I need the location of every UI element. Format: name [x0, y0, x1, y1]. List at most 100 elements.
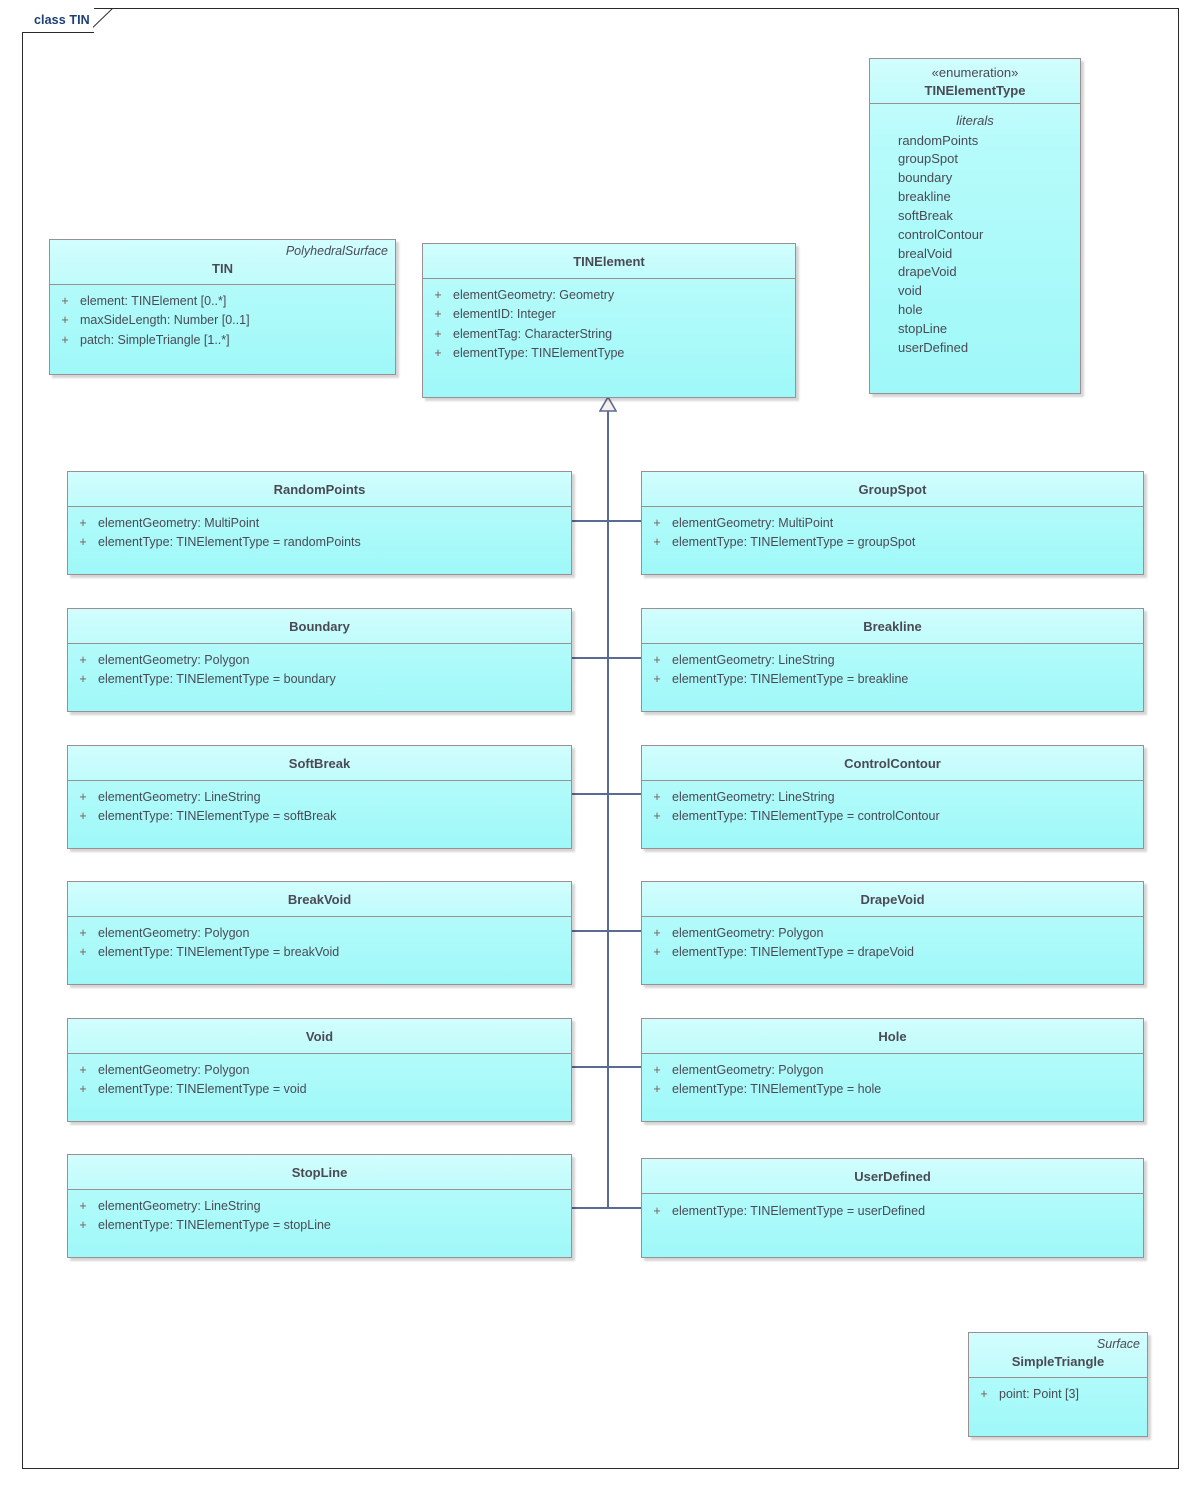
- enum-literal: breakline: [898, 189, 951, 205]
- stereotype-enumeration: «enumeration»: [931, 65, 1019, 80]
- attribute-visibility: +: [434, 326, 442, 341]
- attribute-visibility: +: [653, 945, 661, 960]
- attribute-text: elementType: TINElementType: [453, 346, 625, 361]
- attribute-row: + elementGeometry: Polygon: [642, 1061, 1143, 1080]
- attribute-visibility: +: [980, 1387, 988, 1401]
- attribute-row: + elementType: TINElementType = drapeVoi…: [642, 943, 1143, 962]
- class-body-drapevoid: + elementGeometry: Polygon + elementType…: [642, 917, 1143, 963]
- attribute-visibility: +: [653, 535, 661, 550]
- class-box-stopline[interactable]: StopLine + elementGeometry: LineString +…: [67, 1154, 572, 1258]
- attribute-text: elementTag: CharacterString: [453, 326, 613, 341]
- attribute-row: + elementType: TINElementType = userDefi…: [642, 1202, 1143, 1221]
- class-box-groupspot[interactable]: GroupSpot + elementGeometry: MultiPoint …: [641, 471, 1144, 575]
- attribute-row: + elementGeometry: MultiPoint: [642, 514, 1143, 533]
- class-box-hole[interactable]: Hole + elementGeometry: Polygon + elemen…: [641, 1018, 1144, 1122]
- attribute-visibility: +: [79, 1082, 87, 1097]
- class-box-userdefined[interactable]: UserDefined + elementType: TINElementTyp…: [641, 1158, 1144, 1258]
- class-box-drapevoid[interactable]: DrapeVoid + elementGeometry: Polygon + e…: [641, 881, 1144, 985]
- attribute-text: elementGeometry: Polygon: [98, 1063, 250, 1077]
- attribute-visibility: +: [79, 516, 87, 530]
- class-name-hole: Hole: [878, 1029, 907, 1044]
- class-name-tin: TIN: [212, 261, 233, 276]
- class-body-simpletriangle: + point: Point [3]: [969, 1378, 1147, 1404]
- class-body-stopline: + elementGeometry: LineString + elementT…: [68, 1190, 571, 1236]
- class-header-stopline: StopLine: [68, 1155, 571, 1190]
- attribute-visibility: +: [653, 926, 661, 940]
- attribute-row: + elementType: TINElementType = controlC…: [642, 807, 1143, 826]
- attribute-visibility: +: [653, 790, 661, 804]
- class-header-groupspot: GroupSpot: [642, 472, 1143, 507]
- class-box-controlcontour[interactable]: ControlContour + elementGeometry: LineSt…: [641, 745, 1144, 849]
- attribute-visibility: +: [653, 1063, 661, 1077]
- attribute-row: + elementType: TINElementType = stopLine: [68, 1216, 571, 1235]
- class-body-breakline: + elementGeometry: LineString + elementT…: [642, 644, 1143, 690]
- class-box-tinelementtype[interactable]: «enumeration» TINElementType literals ra…: [869, 58, 1081, 394]
- class-body-tin: + element: TINElement [0..*] + maxSideLe…: [50, 285, 395, 350]
- literals-label: literals: [956, 113, 994, 128]
- stereotype-polyhedralsurface: PolyhedralSurface: [285, 244, 388, 258]
- attribute-row: + elementGeometry: Polygon: [68, 1061, 571, 1080]
- attribute-text: elementGeometry: Polygon: [98, 653, 250, 667]
- connector-randompoints-groupspot: [572, 520, 642, 522]
- attribute-text: elementType: TINElementType = stopLine: [98, 1218, 331, 1233]
- class-box-boundary[interactable]: Boundary + elementGeometry: Polygon + el…: [67, 608, 572, 712]
- class-name-randompoints: RandomPoints: [273, 482, 366, 497]
- class-box-tinelement[interactable]: TINElement + elementGeometry: Geometry +…: [422, 243, 796, 398]
- class-box-breakvoid[interactable]: BreakVoid + elementGeometry: Polygon + e…: [67, 881, 572, 985]
- attribute-visibility: +: [653, 516, 661, 530]
- attribute-text: elementGeometry: Polygon: [672, 926, 824, 940]
- class-body-tinelementtype: literals randomPoints groupSpot boundary…: [870, 104, 1080, 358]
- enum-literal: boundary: [898, 170, 953, 186]
- class-name-drapevoid: DrapeVoid: [860, 892, 925, 907]
- attribute-visibility: +: [79, 790, 87, 804]
- attribute-visibility: +: [79, 1218, 87, 1233]
- attribute-row: + elementType: TINElementType = softBrea…: [68, 807, 571, 826]
- attribute-visibility: +: [79, 672, 87, 687]
- class-body-userdefined: + elementType: TINElementType = userDefi…: [642, 1194, 1143, 1221]
- class-box-simpletriangle[interactable]: Surface SimpleTriangle + point: Point [3…: [968, 1332, 1148, 1437]
- class-box-tin[interactable]: PolyhedralSurface TIN + element: TINElem…: [49, 239, 396, 375]
- class-body-breakvoid: + elementGeometry: Polygon + elementType…: [68, 917, 571, 963]
- enum-literal: stopLine: [898, 320, 948, 336]
- class-body-controlcontour: + elementGeometry: LineString + elementT…: [642, 781, 1143, 827]
- class-box-void[interactable]: Void + elementGeometry: Polygon + elemen…: [67, 1018, 572, 1122]
- class-header-breakvoid: BreakVoid: [68, 882, 571, 917]
- diagram-frame: [22, 8, 1179, 1469]
- attribute-visibility: +: [79, 926, 87, 940]
- class-header-void: Void: [68, 1019, 571, 1054]
- attribute-visibility: +: [61, 332, 69, 347]
- class-header-controlcontour: ControlContour: [642, 746, 1143, 781]
- class-header-drapevoid: DrapeVoid: [642, 882, 1143, 917]
- class-name-tinelement: TINElement: [573, 254, 645, 269]
- attribute-row: + elementType: TINElementType = breaklin…: [642, 670, 1143, 689]
- class-body-softbreak: + elementGeometry: LineString + elementT…: [68, 781, 571, 827]
- class-body-randompoints: + elementGeometry: MultiPoint + elementT…: [68, 507, 571, 553]
- attribute-row: + elementType: TINElementType = groupSpo…: [642, 533, 1143, 552]
- attribute-visibility: +: [653, 653, 661, 667]
- attribute-text: elementType: TINElementType = hole: [672, 1082, 882, 1097]
- attribute-row: + elementGeometry: LineString: [642, 651, 1143, 670]
- class-box-breakline[interactable]: Breakline + elementGeometry: LineString …: [641, 608, 1144, 712]
- class-name-groupspot: GroupSpot: [858, 482, 927, 497]
- attribute-row: + elementType: TINElementType = randomPo…: [68, 533, 571, 552]
- enum-literal: hole: [898, 302, 923, 318]
- enum-literal: randomPoints: [898, 132, 979, 148]
- class-body-groupspot: + elementGeometry: MultiPoint + elementT…: [642, 507, 1143, 553]
- class-box-softbreak[interactable]: SoftBreak + elementGeometry: LineString …: [67, 745, 572, 849]
- connector-stopline-userdefined: [572, 1207, 642, 1209]
- attribute-visibility: +: [61, 294, 69, 308]
- class-header-softbreak: SoftBreak: [68, 746, 571, 781]
- class-name-simpletriangle: SimpleTriangle: [1011, 1354, 1105, 1369]
- attribute-text: elementType: TINElementType = breakline: [672, 672, 909, 687]
- class-name-stopline: StopLine: [291, 1165, 348, 1180]
- attribute-row: + elementType: TINElementType = boundary: [68, 670, 571, 689]
- attribute-row: + elementGeometry: LineString: [68, 788, 571, 807]
- enum-literal: softBreak: [898, 207, 953, 223]
- class-header-randompoints: RandomPoints: [68, 472, 571, 507]
- class-box-randompoints[interactable]: RandomPoints + elementGeometry: MultiPoi…: [67, 471, 572, 575]
- attribute-text: elementGeometry: LineString: [98, 790, 261, 804]
- attribute-text: elementGeometry: Polygon: [672, 1063, 824, 1077]
- class-header-boundary: Boundary: [68, 609, 571, 644]
- attribute-row: + elementGeometry: Polygon: [642, 924, 1143, 943]
- enum-literal: void: [898, 283, 922, 299]
